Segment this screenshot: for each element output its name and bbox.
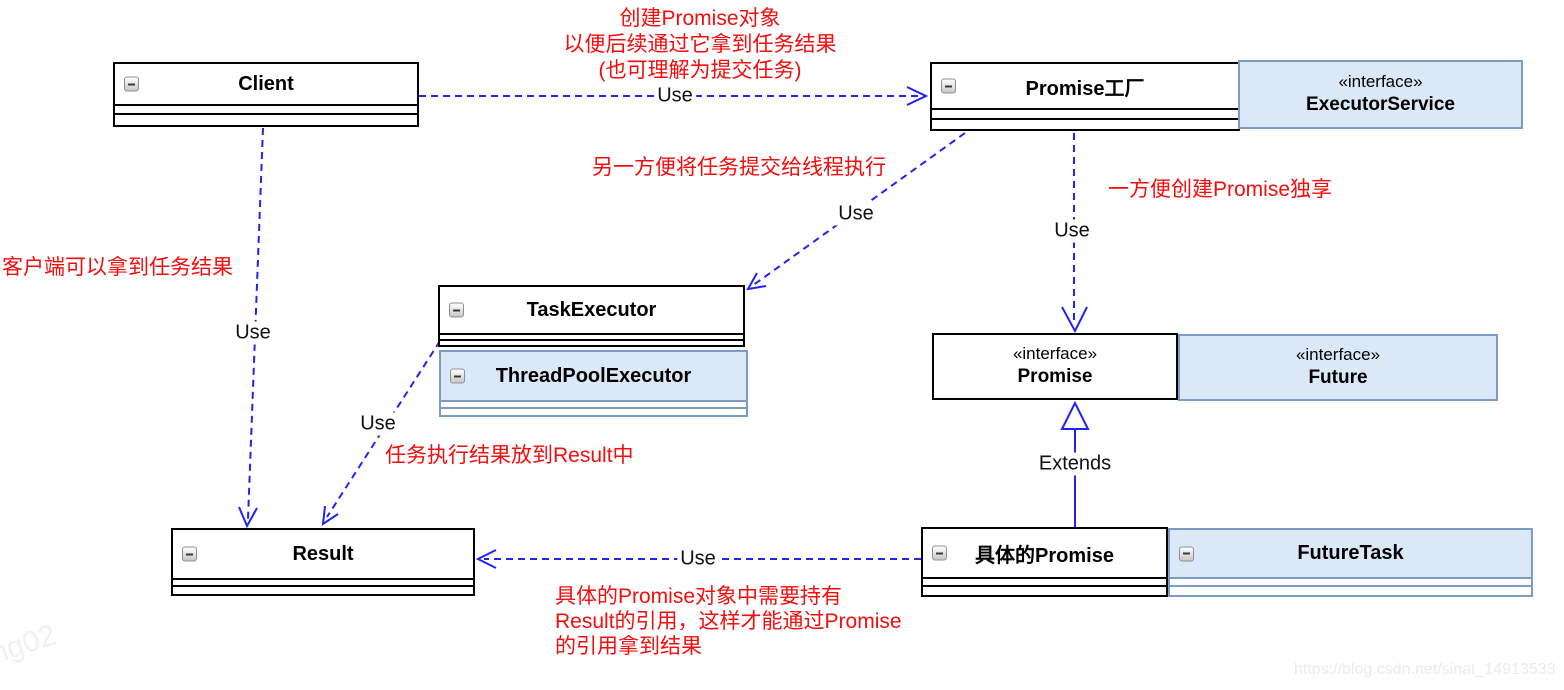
class-future-task[interactable]: FutureTask	[1168, 528, 1533, 597]
watermark-url: https://blog.csdn.net/sinat_14913533	[1294, 661, 1556, 678]
class-thread-pool-executor-title-bar: ThreadPoolExecutor	[441, 352, 746, 400]
edge-factory-to-task-executor	[746, 132, 966, 291]
attributes-compartment	[923, 577, 1166, 585]
class-task-executor[interactable]: TaskExecutor	[438, 285, 745, 347]
edge-label-use: Use	[677, 547, 719, 571]
collapse-icon[interactable]	[182, 546, 197, 562]
class-title: Client	[238, 72, 294, 95]
stereotype-label: «interface»	[1338, 72, 1423, 92]
collapse-icon[interactable]	[450, 368, 465, 384]
annotation-create-promise-exclusive: 一方便创建Promise独享	[1108, 178, 1333, 201]
class-title: Result	[292, 542, 354, 565]
attributes-compartment	[440, 333, 743, 339]
annotation-create-promise: 创建Promise对象 以便后续通过它拿到任务结果 (也可理解为提交任务)	[563, 7, 837, 82]
edge-label-extends: Extends	[1035, 452, 1115, 476]
attributes-compartment	[1170, 577, 1531, 585]
interface-title: Promise	[1017, 366, 1093, 388]
edge-factory-to-promise	[1061, 133, 1088, 334]
methods-compartment	[115, 113, 417, 125]
edge-label-use: Use	[654, 84, 696, 108]
class-result-title-bar: Result	[173, 530, 473, 578]
methods-compartment	[440, 339, 743, 345]
interface-title: ExecutorService	[1306, 94, 1455, 116]
class-concrete-promise-title-bar: 具体的Promise	[923, 529, 1166, 577]
class-result[interactable]: Result	[171, 528, 475, 596]
collapse-icon[interactable]	[449, 302, 464, 318]
class-future-task-title-bar: FutureTask	[1170, 530, 1531, 577]
class-title: ThreadPoolExecutor	[495, 364, 692, 387]
collapse-icon[interactable]	[124, 76, 139, 92]
class-client-title-bar: Client	[115, 64, 417, 104]
interface-title: Future	[1308, 367, 1368, 389]
interface-future[interactable]: «interface» Future	[1178, 334, 1498, 401]
interface-executor-service[interactable]: «interface» ExecutorService	[1238, 60, 1523, 129]
edge-label-use: Use	[835, 202, 877, 226]
methods-compartment	[441, 407, 746, 415]
edge-label-use: Use	[357, 412, 399, 436]
class-title: FutureTask	[1297, 542, 1404, 564]
attributes-compartment	[173, 578, 473, 585]
class-title: 具体的Promise	[975, 544, 1114, 567]
annotation-result-stored: 任务执行结果放到Result中	[385, 444, 634, 467]
edge-label-use: Use	[1051, 219, 1093, 243]
class-promise-factory-title-bar: Promise工厂	[932, 64, 1238, 108]
collapse-icon[interactable]	[941, 78, 956, 94]
class-title: TaskExecutor	[526, 298, 657, 321]
interface-promise[interactable]: «interface» Promise	[932, 333, 1178, 400]
collapse-icon[interactable]	[932, 545, 947, 561]
class-promise-factory[interactable]: Promise工厂	[930, 62, 1240, 131]
methods-compartment	[932, 118, 1238, 129]
methods-compartment	[173, 585, 473, 594]
class-title: Promise工厂	[1025, 77, 1145, 100]
attributes-compartment	[932, 108, 1238, 118]
collapse-icon[interactable]	[1179, 546, 1194, 561]
class-thread-pool-executor[interactable]: ThreadPoolExecutor	[439, 350, 748, 417]
stereotype-label: «interface»	[1295, 345, 1381, 365]
attributes-compartment	[441, 400, 746, 407]
annotation-promise-holds-result: 具体的Promise对象中需要持有 Result的引用，这样才能通过Promis…	[555, 585, 902, 658]
edge-extends	[1060, 400, 1090, 527]
edge-task-executor-to-result	[321, 340, 441, 527]
annotation-submit-to-thread: 另一方便将任务提交给线程执行	[592, 156, 886, 179]
class-concrete-promise[interactable]: 具体的Promise	[921, 527, 1168, 597]
class-client[interactable]: Client	[113, 62, 419, 127]
methods-compartment	[1170, 585, 1531, 595]
attributes-compartment	[115, 104, 417, 113]
class-task-executor-title-bar: TaskExecutor	[440, 287, 743, 333]
methods-compartment	[923, 585, 1166, 595]
annotation-client-gets-result: 客户端可以拿到任务结果	[2, 256, 233, 279]
stereotype-label: «interface»	[1012, 344, 1098, 364]
edge-label-use: Use	[232, 321, 274, 345]
